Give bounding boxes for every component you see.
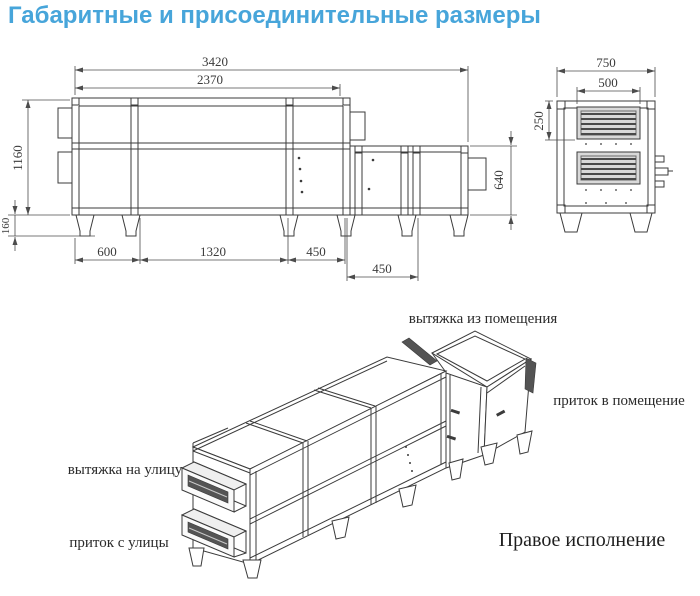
dim-seg1: 600: [97, 244, 117, 259]
end-view-legs: [559, 212, 653, 233]
end-view-side-stubs: [655, 155, 673, 188]
dim-overall-length: 3420: [202, 54, 228, 69]
dim-seg2: 1320: [200, 244, 226, 259]
dim-connection-height: 250: [531, 111, 546, 131]
dim-seg4: 450: [372, 261, 392, 276]
label-supply-from-outside: приток с улицы: [69, 535, 168, 551]
dim-depth: 750: [596, 55, 616, 70]
dim-leg-height: 160: [0, 217, 12, 234]
iso-exhaust-duct-edge: [401, 337, 438, 366]
end-view-corner-blocks: [556, 100, 656, 214]
side-view-legs: [75, 214, 469, 237]
end-view-grille-bottom: [576, 151, 641, 185]
side-view-frame-lines: [72, 98, 462, 215]
end-view-screw-dots: [585, 143, 632, 204]
end-view-drawing: 750 500 250: [531, 55, 673, 233]
dim-right-height: 640: [491, 170, 506, 190]
side-view-panel-dots: [297, 156, 375, 194]
side-view-left-flanges: [57, 107, 72, 184]
label-exhaust-from-room: вытяжка из помещения: [409, 311, 558, 327]
iso-rear-block: [401, 330, 537, 469]
label-supply-to-room: приток в помещение: [553, 393, 685, 409]
end-view-grille-top: [576, 106, 641, 140]
iso-legs: [188, 430, 533, 579]
iso-handle-mark: [446, 434, 457, 441]
dim-body-length: 2370: [197, 72, 223, 87]
iso-louver-intake: [180, 508, 248, 558]
iso-handle-mark: [495, 409, 506, 417]
label-exhaust-to-outside: вытяжка на улицу: [68, 462, 183, 478]
iso-handle-mark: [450, 408, 461, 415]
side-view-top-right-flange: [350, 111, 366, 141]
iso-louver-exhaust: [180, 461, 248, 513]
end-view-dimensions: 750 500 250: [531, 55, 656, 141]
iso-view-drawing: вытяжка из помещения приток в помещение …: [68, 311, 685, 579]
iso-panel-dots: [405, 446, 413, 472]
dim-seg3: 450: [306, 244, 326, 259]
side-view-drawing: 3420 2370 1160 160 600 1320 450 450 640: [0, 54, 517, 281]
page-title: Габаритные и присоединительные размеры: [8, 2, 541, 29]
dim-connection-width: 500: [598, 75, 618, 90]
label-variant: Правое исполнение: [499, 529, 666, 551]
side-view-dimensions: 3420 2370 1160 160 600 1320 450 450 640: [0, 54, 517, 281]
side-view-right-flange: [468, 157, 487, 191]
iso-right-flange: [524, 357, 537, 394]
dim-height: 1160: [10, 145, 25, 171]
iso-frame-lines: [192, 360, 447, 560]
